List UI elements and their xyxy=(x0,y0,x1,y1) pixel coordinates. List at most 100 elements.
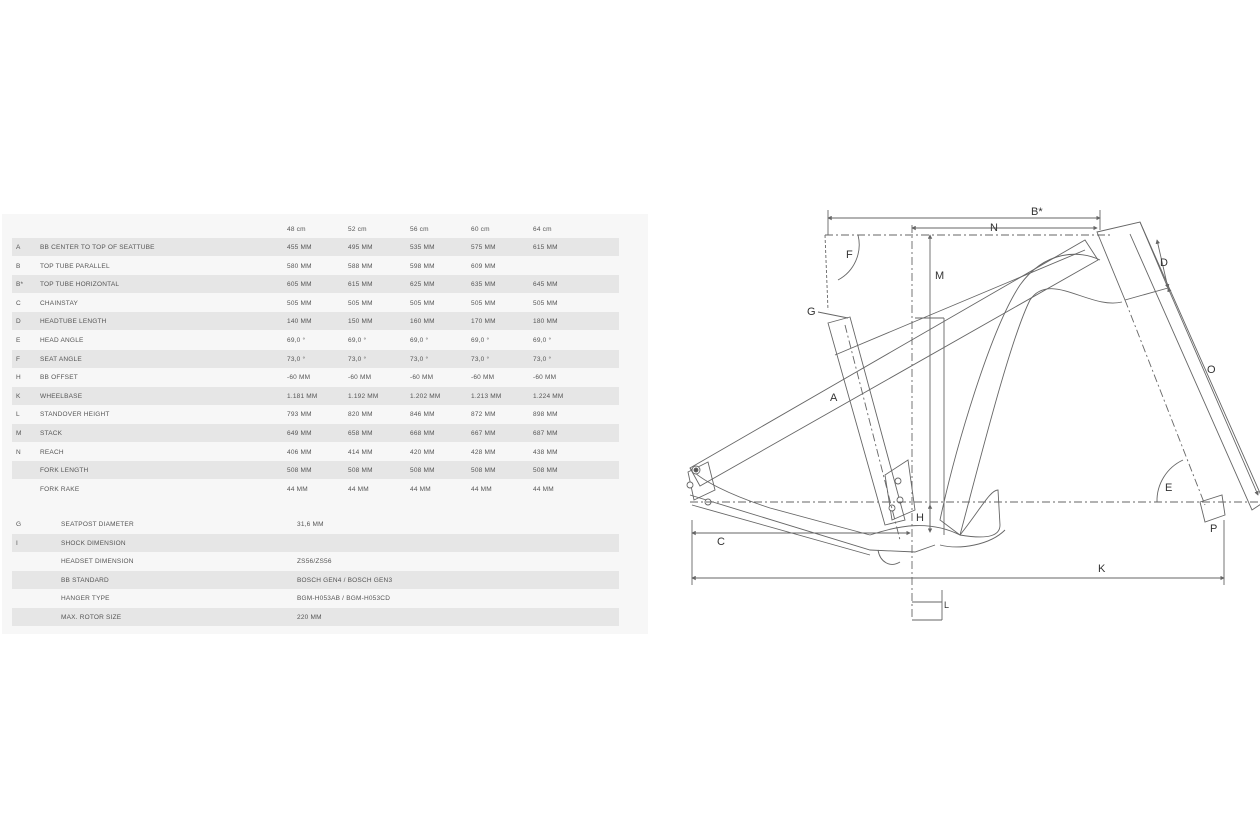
spec-value: 31,6 MM xyxy=(297,521,324,528)
spec-label: BB STANDARD xyxy=(61,576,109,584)
row-value: -60 MM xyxy=(348,374,372,382)
dim-label-h: H xyxy=(916,512,924,524)
row-value: 428 MM xyxy=(471,448,496,456)
row-value: 588 MM xyxy=(348,262,373,270)
row-value: 44 MM xyxy=(287,485,308,493)
row-value: 420 MM xyxy=(410,448,435,456)
reference-lines xyxy=(690,225,1260,620)
row-value: 44 MM xyxy=(471,485,492,493)
row-value: 44 MM xyxy=(410,485,431,493)
row-value: 140 MM xyxy=(287,318,312,326)
row-value: 505 MM xyxy=(410,299,435,307)
dim-label-d: D xyxy=(1160,257,1168,269)
spec-value: BOSCH GEN4 / BOSCH GEN3 xyxy=(297,576,393,584)
row-value: 73,0 ° xyxy=(348,355,367,363)
row-value: 505 MM xyxy=(348,299,373,307)
row-value: 44 MM xyxy=(348,485,369,493)
spec-label: MAX. ROTOR SIZE xyxy=(61,614,122,621)
size-header-row: 48 cm 52 cm 56 cm 60 cm 64 cm xyxy=(12,220,619,238)
row-value: 495 MM xyxy=(348,244,373,251)
size-header: 48 cm xyxy=(287,226,306,233)
row-value: 73,0 ° xyxy=(533,355,552,363)
spec-key: G xyxy=(16,521,22,528)
spec-value: ZS56/ZS56 xyxy=(297,558,332,566)
row-value: -60 MM xyxy=(287,374,311,382)
pivot-centers xyxy=(693,467,699,473)
row-value: 505 MM xyxy=(471,299,496,307)
row-value: 625 MM xyxy=(410,281,435,289)
spec-label: SEATPOST DIAMETER xyxy=(61,521,134,528)
row-value: 609 MM xyxy=(471,262,496,270)
dim-label-a: A xyxy=(830,392,838,404)
row-value: 667 MM xyxy=(471,430,496,437)
dim-label-f: F xyxy=(846,249,853,261)
spec-value: 220 MM xyxy=(297,614,322,621)
spec-row: G SEATPOST DIAMETER 31,6 MM xyxy=(12,515,619,533)
spec-row: BB STANDARD BOSCH GEN4 / BOSCH GEN3 xyxy=(12,570,619,589)
row-value: 180 MM xyxy=(533,318,558,326)
row-value: 406 MM xyxy=(287,448,312,456)
row-value: 69,0 ° xyxy=(410,337,429,344)
row-value: 505 MM xyxy=(287,299,312,307)
row-key: F xyxy=(16,355,21,363)
row-value: -60 MM xyxy=(471,374,495,382)
frame-outline xyxy=(687,221,1260,565)
row-value: 170 MM xyxy=(471,318,496,326)
row-value: 508 MM xyxy=(348,467,373,475)
table-row: C CHAINSTAY 505 MM 505 MM 505 MM 505 MM 505 MM xyxy=(12,294,619,312)
frame-geometry-diagram: B* N F M D G A O E H P C K L xyxy=(686,206,1260,621)
row-value: 508 MM xyxy=(533,467,558,475)
row-key: N xyxy=(16,448,21,456)
dim-label-b-star: B* xyxy=(1031,206,1043,218)
row-label: STACK xyxy=(40,430,63,437)
row-label: REACH xyxy=(40,448,64,456)
row-value: 1.213 MM xyxy=(471,392,502,400)
row-value: 505 MM xyxy=(533,299,558,307)
row-value: 508 MM xyxy=(410,467,435,475)
row-key: B* xyxy=(16,281,24,289)
row-key: C xyxy=(16,299,21,307)
row-value: -60 MM xyxy=(410,374,434,382)
row-value: 793 MM xyxy=(287,411,312,419)
row-value: 598 MM xyxy=(410,262,435,270)
row-value: 73,0 ° xyxy=(471,355,490,363)
spec-label: HEADSET DIMENSION xyxy=(61,558,134,566)
row-label: BB OFFSET xyxy=(40,374,78,382)
row-value: 69,0 ° xyxy=(471,337,490,344)
row-value: 160 MM xyxy=(410,318,435,326)
row-value: 535 MM xyxy=(410,244,435,251)
row-value: 649 MM xyxy=(287,430,312,437)
row-key: A xyxy=(16,244,21,251)
row-value: 645 MM xyxy=(533,281,558,289)
row-label: FORK RAKE xyxy=(40,485,80,493)
dim-label-l: L xyxy=(944,600,949,610)
row-value: 69,0 ° xyxy=(348,337,367,344)
row-value: 438 MM xyxy=(533,448,558,456)
row-value: 820 MM xyxy=(348,411,373,419)
spec-key: I xyxy=(16,539,19,547)
row-value: 69,0 ° xyxy=(287,337,306,344)
row-value: 1.192 MM xyxy=(348,392,379,400)
row-value: 455 MM xyxy=(287,244,312,251)
spec-value: BGM-H053AB / BGM-H053CD xyxy=(297,595,391,603)
row-value: 658 MM xyxy=(348,430,373,437)
size-header: 52 cm xyxy=(348,226,367,233)
spec-row: HEADSET DIMENSION ZS56/ZS56 xyxy=(12,552,619,570)
row-key: L xyxy=(16,411,20,419)
row-label: CHAINSTAY xyxy=(40,299,79,307)
row-value: 872 MM xyxy=(471,411,496,419)
row-label: TOP TUBE PARALLEL xyxy=(40,262,110,270)
row-key: H xyxy=(16,374,21,382)
row-value: 687 MM xyxy=(533,430,558,437)
